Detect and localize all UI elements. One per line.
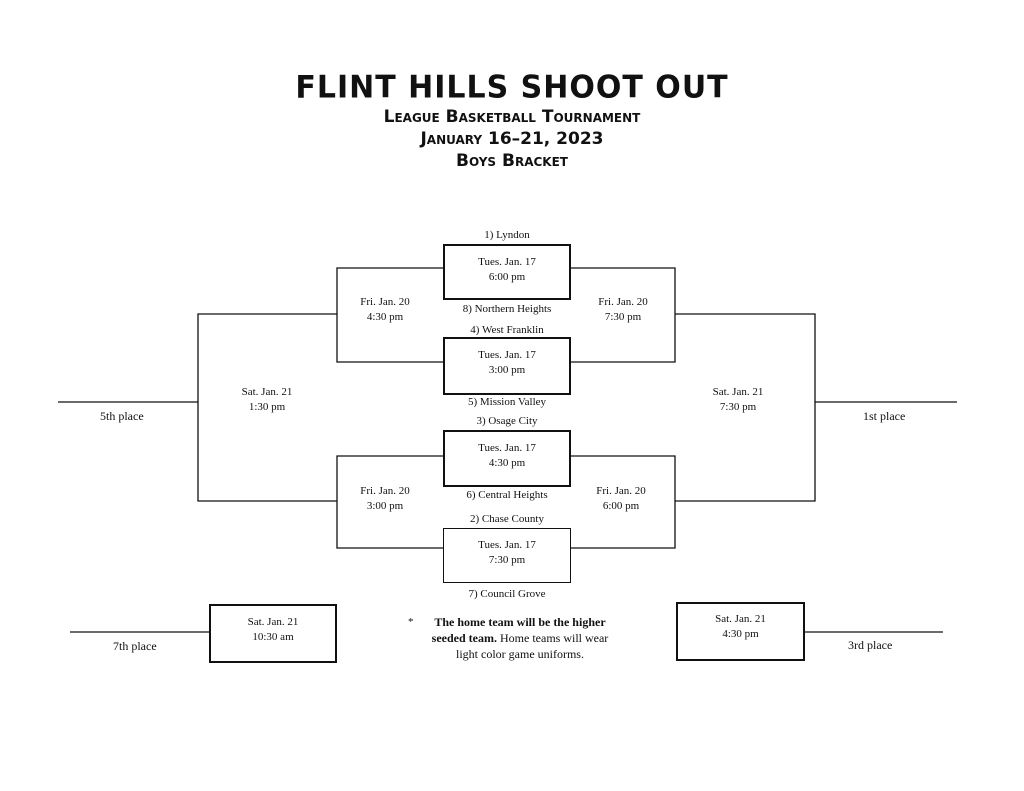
game-day: Tues. Jan. 17: [478, 256, 536, 268]
game-day: Fri. Jan. 20: [360, 296, 410, 308]
bracket-line-first: [675, 313, 816, 502]
game-day: Tues. Jan. 17: [478, 442, 536, 454]
tournament-dates: January 16–21, 2023: [420, 129, 604, 149]
game-day: Tues. Jan. 17: [478, 539, 536, 551]
game-day: Fri. Jan. 20: [360, 485, 410, 497]
bracket-line-fifth: [197, 313, 337, 502]
game-box-round1-2: Tues. Jan. 17 3:00 pm: [443, 337, 571, 395]
bracket-line-right-top: [571, 267, 676, 363]
game-time: 10:30 am: [252, 631, 294, 643]
team-seed-1: 1) Lyndon: [484, 229, 530, 241]
game-consolation-2: Fri. Jan. 20 3:00 pm: [350, 484, 420, 514]
game-day: Sat. Jan. 21: [247, 616, 299, 628]
game-day: Sat. Jan. 21: [241, 386, 293, 398]
game-fifth-place: Sat. Jan. 21 1:30 pm: [230, 385, 304, 415]
bracket-name: Boys Bracket: [456, 151, 568, 171]
game-day: Tues. Jan. 17: [478, 349, 536, 361]
game-time: 6:00 pm: [602, 500, 640, 512]
game-time: 7:30 pm: [488, 554, 526, 566]
game-box-round1-4: Tues. Jan. 17 7:30 pm: [443, 528, 571, 583]
game-consolation-1: Fri. Jan. 20 4:30 pm: [350, 295, 420, 325]
team-seed-3: 3) Osage City: [476, 415, 538, 427]
note-bold-text: The home team will be the higher seeded …: [431, 615, 606, 645]
game-box-round1-3: Tues. Jan. 17 4:30 pm: [443, 430, 571, 487]
team-seed-5: 5) Mission Valley: [467, 396, 547, 408]
team-seed-7: 7) Council Grove: [468, 588, 546, 600]
game-time: 3:00 pm: [488, 364, 526, 376]
game-time: 1:30 pm: [248, 401, 286, 413]
game-championship: Sat. Jan. 21 7:30 pm: [701, 385, 775, 415]
game-day: Fri. Jan. 20: [598, 296, 648, 308]
game-time: 7:30 pm: [719, 401, 757, 413]
bracket-line-left-bottom: [336, 455, 443, 549]
team-seed-4: 4) West Franklin: [470, 324, 544, 336]
bracket-line-left-top: [336, 267, 443, 363]
game-day: Sat. Jan. 21: [712, 386, 764, 398]
game-semifinal-1: Fri. Jan. 20 7:30 pm: [588, 295, 658, 325]
game-day: Sat. Jan. 21: [715, 613, 766, 625]
game-box-seventh-place: Sat. Jan. 21 10:30 am: [209, 604, 337, 663]
game-time: 4:30 pm: [488, 457, 526, 469]
game-time: 3:00 pm: [366, 500, 404, 512]
team-seed-8: 8) Northern Heights: [462, 303, 552, 315]
game-time: 4:30 pm: [366, 311, 404, 323]
place-label-fifth: 5th place: [100, 409, 144, 423]
place-label-seventh: 7th place: [113, 639, 157, 653]
game-time: 4:30 pm: [722, 628, 759, 640]
tournament-subtitle: League Basketball Tournament: [383, 107, 641, 127]
place-label-third: 3rd place: [848, 638, 893, 652]
team-seed-6: 6) Central Heights: [466, 489, 548, 501]
place-label-first: 1st place: [863, 409, 906, 423]
bracket-line-right-bottom: [571, 455, 676, 549]
note-text: Home teams will wear light color game un…: [456, 631, 609, 661]
page-title: FLINT HILLS SHOOT OUT: [295, 69, 729, 106]
game-time: 6:00 pm: [488, 271, 526, 283]
game-time: 7:30 pm: [604, 311, 642, 323]
note-bullet: *: [408, 616, 414, 628]
team-seed-2: 2) Chase County: [470, 513, 544, 525]
home-team-note: * The home team will be the higher seede…: [408, 614, 618, 662]
game-box-third-place: Sat. Jan. 21 4:30 pm: [676, 602, 805, 661]
game-box-round1-1: Tues. Jan. 17 6:00 pm: [443, 244, 571, 300]
game-semifinal-2: Fri. Jan. 20 6:00 pm: [586, 484, 656, 514]
game-day: Fri. Jan. 20: [596, 485, 646, 497]
